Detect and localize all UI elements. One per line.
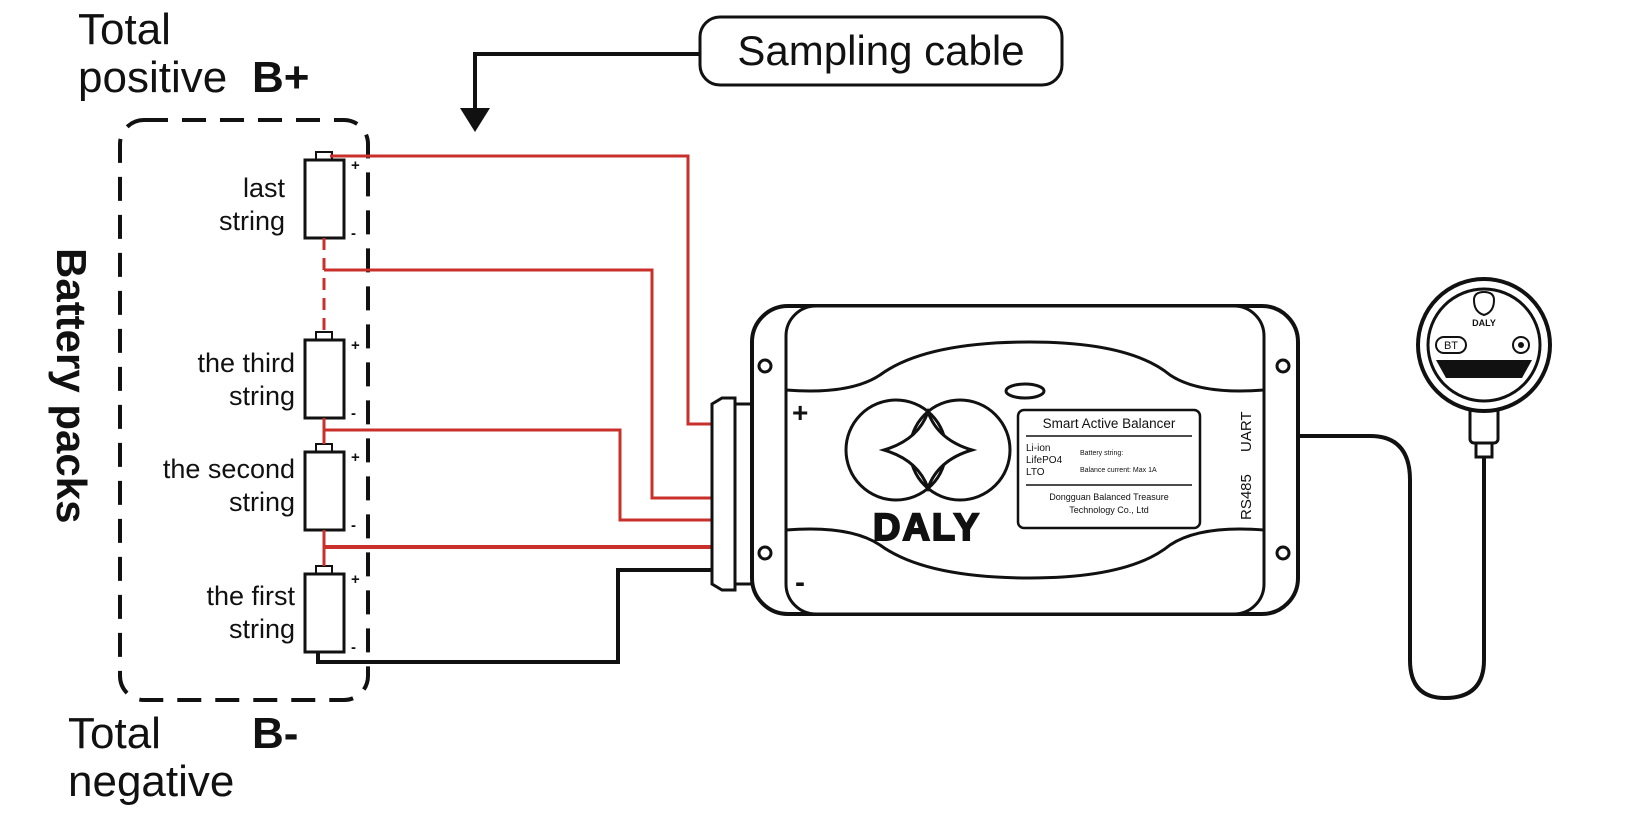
wire-last-string-bottom: [324, 268, 715, 500]
third-string-label-line2: string: [229, 381, 295, 411]
wire-last-string-top: [330, 154, 715, 426]
plate-spec-2: Balance current: Max 1A: [1080, 467, 1157, 474]
plate-chem-2: LifePO4: [1026, 455, 1063, 466]
balancer-plus-label: +: [792, 397, 808, 428]
plate-chem-1: Li-ion: [1026, 443, 1050, 454]
third-string-label-line1: the third: [197, 348, 295, 378]
cell-third-string: [303, 331, 346, 420]
wire-third-second: [324, 428, 715, 522]
cell-first-plus: +: [351, 571, 360, 588]
display-bt-label: BT: [1444, 340, 1458, 352]
plate-maker-1: Dongguan Balanced Treasure: [1049, 492, 1169, 502]
bt-display-module: [1416, 277, 1552, 459]
display-cable: [1298, 434, 1486, 701]
total-negative-label-line2: negative: [68, 757, 234, 806]
b-plus-label: B+: [252, 53, 309, 102]
sampling-cable-callout: [698, 15, 1064, 87]
callout-arrow-head: [460, 108, 490, 132]
total-negative-label-line1: Total: [68, 709, 161, 758]
cell-second-plus: +: [351, 449, 360, 466]
second-string-label-line2: string: [229, 487, 295, 517]
callout-arrow-line: [473, 52, 700, 112]
sampling-connector: [710, 396, 737, 592]
port-uart-label: UART: [1238, 411, 1255, 452]
cell-last-minus: -: [351, 225, 356, 242]
name-plate: [1016, 408, 1202, 530]
cell-first-minus: -: [351, 639, 356, 656]
total-positive-label-line1: Total: [78, 5, 171, 54]
last-string-label-line2: string: [219, 206, 285, 236]
plate-maker-2: Technology Co., Ltd: [1069, 505, 1149, 515]
cell-second-minus: -: [351, 517, 356, 534]
first-string-label-line2: string: [229, 614, 295, 644]
cell-third-plus: +: [351, 337, 360, 354]
second-string-label-line1: the second: [163, 454, 295, 484]
last-string-label-line1: last: [243, 173, 286, 203]
battery-pack-enclosure: [118, 118, 370, 702]
first-string-label-line1: the first: [206, 581, 295, 611]
plate-title: Smart Active Balancer: [1043, 416, 1176, 431]
cell-last-string: [303, 151, 346, 240]
b-minus-label: B-: [252, 709, 298, 758]
port-rs485-label: RS485: [1238, 474, 1255, 520]
battery-packs-label: Battery packs: [48, 248, 95, 523]
wire-total-negative: [316, 568, 715, 664]
display-brand: DALY: [1472, 318, 1496, 328]
cell-third-minus: -: [351, 405, 356, 422]
cell-last-plus: +: [351, 157, 360, 174]
balancer-minus-label: -: [795, 566, 805, 599]
cell-second-string: [303, 443, 346, 532]
plate-spec-1: Battery string:: [1080, 450, 1123, 457]
balancer-brand: DALY: [873, 507, 981, 549]
daly-logo-icon: [844, 398, 1012, 502]
total-positive-label-line2: positive: [78, 53, 227, 102]
plate-chem-3: LTO: [1026, 467, 1045, 478]
sampling-cable-label: Sampling cable: [737, 27, 1024, 74]
cell-first-string: [303, 565, 346, 654]
